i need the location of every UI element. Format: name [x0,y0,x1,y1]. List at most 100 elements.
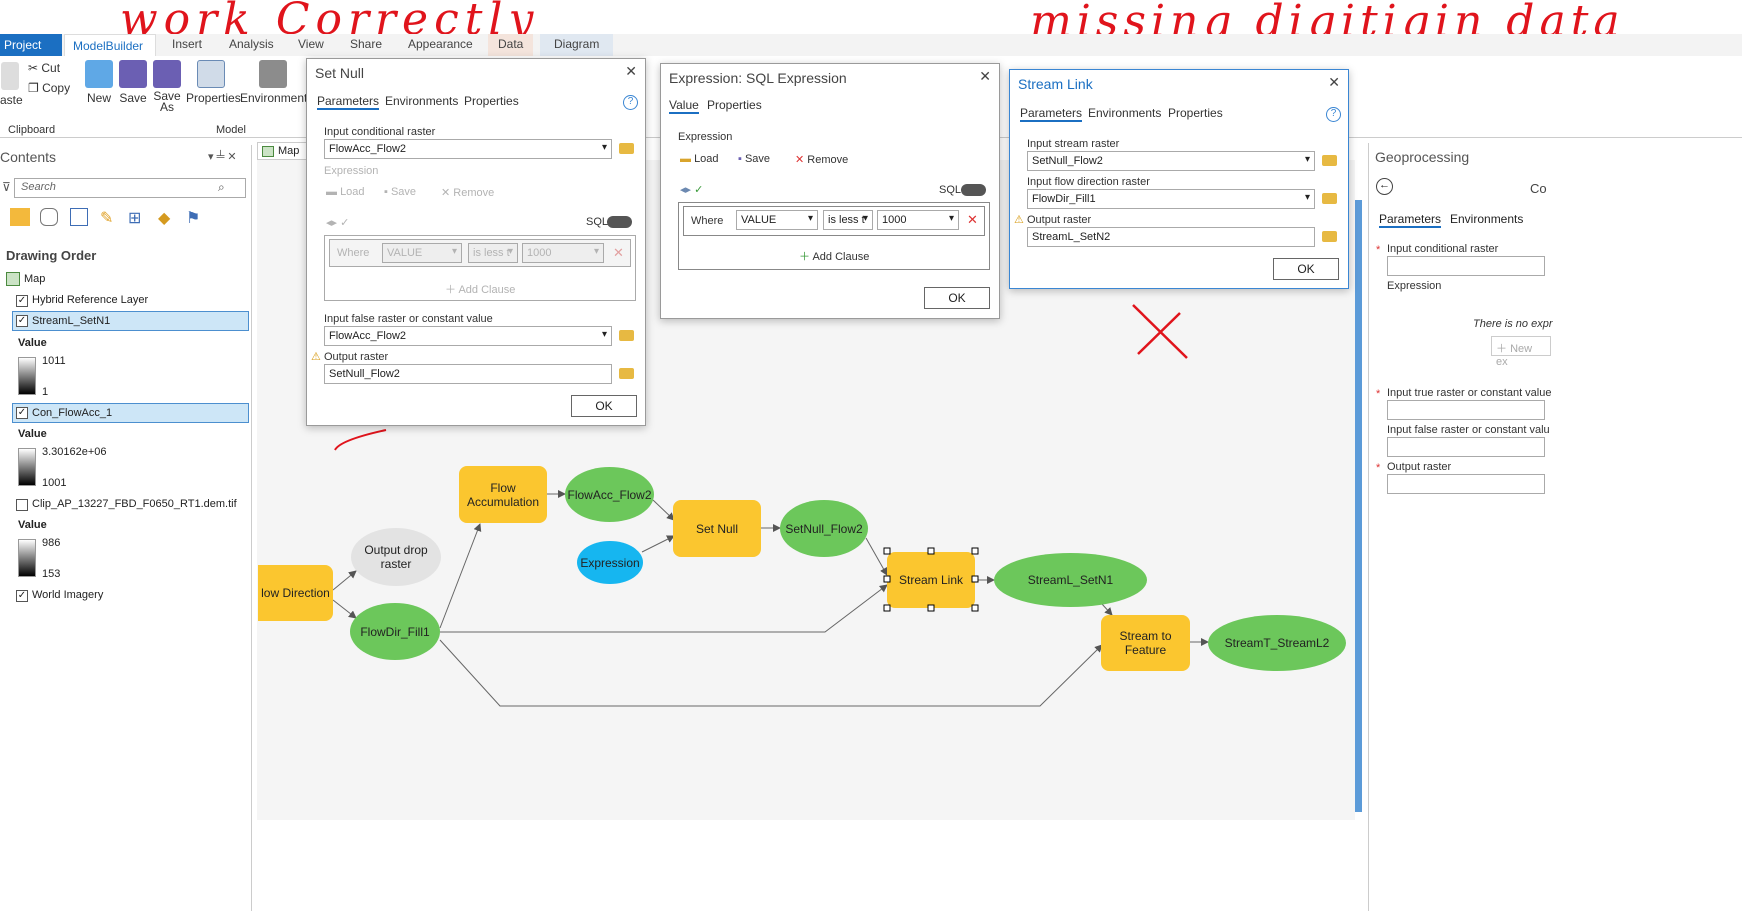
value-field[interactable]: 1000 [877,210,959,230]
map-layer[interactable]: Map [24,273,46,285]
tab-properties[interactable]: Properties [464,94,519,108]
list-by-selection-icon[interactable] [70,208,88,226]
selected-row-con-flowacc[interactable] [12,403,249,423]
gp-tab-parameters[interactable]: Parameters [1379,212,1442,228]
browse-folder-icon[interactable] [619,330,634,341]
flowdir-raster-field[interactable]: FlowDir_Fill1 [1027,189,1315,209]
browse-folder-icon[interactable] [619,368,634,379]
ok-button[interactable]: OK [924,287,990,309]
node-expression[interactable]: Expression [577,541,643,584]
gp-output-raster-field[interactable] [1387,474,1545,494]
node-flowacc-flow2[interactable]: FlowAcc_Flow2 [565,467,654,522]
tab-properties[interactable]: Properties [1168,106,1223,120]
where-field[interactable]: VALUE [382,243,462,263]
browse-folder-icon[interactable] [619,143,634,154]
gp-true-raster-field[interactable] [1387,400,1545,420]
list-by-perspective-icon[interactable]: ⚑ [186,210,201,227]
node-set-null[interactable]: Set Null [673,500,761,557]
node-setnull-flow2[interactable]: SetNull_Flow2 [780,500,868,557]
node-streamt-streaml2[interactable]: StreamT_StreamL2 [1208,615,1346,671]
layer-clip-dem[interactable]: Clip_AP_13227_FBD_F0650_RT1.dem.tif [32,498,237,510]
close-icon[interactable]: ✕ [625,63,637,79]
tab-view[interactable]: View [298,37,324,51]
add-clause-button[interactable]: ＋ Add Clause [445,284,516,296]
pane-controls[interactable]: ▾ ╧ ✕ [208,151,237,163]
operator-field[interactable]: is less t [823,210,873,230]
node-streaml-setn1[interactable]: StreamL_SetN1 [994,553,1147,607]
back-arrow-icon[interactable]: ← [1376,178,1393,195]
canvas-scrollbar[interactable] [1355,200,1362,812]
node-output-drop-raster[interactable]: Output drop raster [351,528,441,586]
move-icons[interactable]: ◂▸ ✓ [326,217,350,229]
checkbox-streaml[interactable]: ✓ [16,315,28,327]
false-raster-field[interactable]: FlowAcc_Flow2 [324,326,612,346]
browse-folder-icon[interactable] [1322,155,1337,166]
contents-search-input[interactable]: Search [14,178,246,198]
gp-new-expression-button[interactable]: ＋ New ex [1491,336,1551,368]
close-icon[interactable]: ✕ [1328,74,1340,90]
save-button[interactable]: ▪ Save [384,186,417,198]
gp-input-cond-field[interactable] [1387,256,1545,276]
gp-tab-environments[interactable]: Environments [1450,212,1524,226]
stream-raster-field[interactable]: SetNull_Flow2 [1027,151,1315,171]
paste-button[interactable]: aste [0,62,23,107]
node-stream-to-feature[interactable]: Stream to Feature [1101,615,1190,671]
browse-folder-icon[interactable] [1322,193,1337,204]
sql-toggle[interactable] [961,184,986,196]
load-button[interactable]: ▬ Load [680,153,719,165]
layer-con-flowacc[interactable]: Con_FlowAcc_1 [32,407,113,419]
list-by-drawing-order-icon[interactable] [10,208,30,226]
tab-project[interactable]: Project [0,34,62,56]
ok-button[interactable]: OK [1273,258,1339,280]
help-icon[interactable]: ? [623,95,638,110]
list-by-source-icon[interactable] [40,208,58,226]
save-as-button[interactable]: Save As [152,60,182,113]
tab-share[interactable]: Share [350,37,383,51]
tab-value[interactable]: Value [669,98,699,114]
tab-modelbuilder[interactable]: ModelBuilder [64,34,156,56]
filter-icon[interactable]: ⊽ [2,180,11,194]
remove-button[interactable]: ✕ Remove [795,154,849,166]
tab-insert[interactable]: Insert [172,37,203,51]
list-by-snapping-icon[interactable]: ⊞ [128,210,142,227]
tab-parameters[interactable]: Parameters [317,94,380,110]
checkbox-world-imagery[interactable]: ✓ [16,590,28,602]
properties-button[interactable]: Properties [186,60,241,105]
node-flow-direction[interactable]: low Direction [258,565,333,621]
operator-field[interactable]: is less t [468,243,518,263]
ok-button[interactable]: OK [571,395,637,417]
tab-parameters[interactable]: Parameters [1020,106,1083,122]
close-icon[interactable]: ✕ [979,68,991,84]
layer-hybrid-reference[interactable]: Hybrid Reference Layer [32,294,149,306]
new-button[interactable]: New [84,60,114,105]
help-icon[interactable]: ? [1326,107,1341,122]
checkbox-hybrid[interactable]: ✓ [16,295,28,307]
node-stream-link[interactable]: Stream Link [887,552,975,608]
checkbox-con-flowacc[interactable]: ✓ [16,407,28,419]
layer-streaml-setn1[interactable]: StreamL_SetN1 [32,315,111,327]
list-by-editing-icon[interactable]: ✎ [100,210,114,227]
input-cond-field[interactable]: FlowAcc_Flow2 [324,139,612,159]
save-button[interactable]: ▪ Save [738,153,771,165]
sql-toggle[interactable] [607,216,632,228]
node-flowdir-fill1[interactable]: FlowDir_Fill1 [350,603,440,660]
list-by-labeling-icon[interactable]: ◆ [158,210,171,227]
selected-row-streaml[interactable] [12,311,249,331]
output-raster-field[interactable]: SetNull_Flow2 [324,364,612,384]
delete-clause-icon[interactable]: ✕ [613,245,624,260]
tab-analysis[interactable]: Analysis [229,37,274,51]
browse-folder-icon[interactable] [1322,231,1337,242]
tab-data[interactable]: Data [488,34,534,56]
load-button[interactable]: ▬ Load [326,186,365,198]
node-flow-accumulation[interactable]: Flow Accumulation [459,466,547,523]
checkbox-clip-dem[interactable] [16,499,28,511]
tab-diagram[interactable]: Diagram [540,34,614,56]
tab-environments[interactable]: Environments [1088,106,1162,120]
gp-false-raster-field[interactable] [1387,437,1545,457]
environments-button[interactable]: Environments [240,60,313,105]
delete-clause-icon[interactable]: ✕ [967,212,978,227]
selection-handles[interactable] [880,545,982,615]
tab-properties[interactable]: Properties [707,98,762,112]
cut-button[interactable]: ✂ Cut [28,61,61,75]
value-field[interactable]: 1000 [522,243,604,263]
